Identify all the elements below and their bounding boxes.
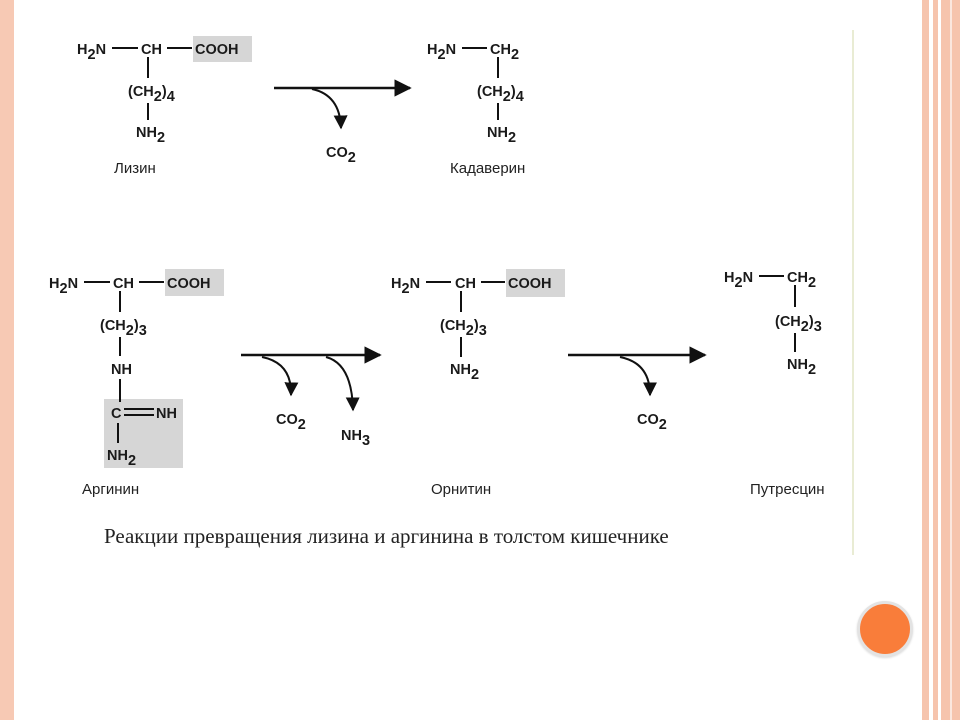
molecule-arginine: H2​N CH COOH (CH2​)3​ NH C NH NH2​ Аргин… [49, 276, 211, 498]
molecule-putrescine: H2​N CH2​ (CH2​)3​ NH2​ Путресцин [724, 270, 825, 498]
right-border-highlight [950, 0, 952, 720]
nh2-group: NH2​ [487, 125, 516, 146]
co2-byproduct: CO2​ [276, 412, 306, 433]
cooh-group: COOH [195, 42, 239, 58]
molecule-name: Аргинин [82, 481, 139, 498]
nh3-byproduct: NH3​ [341, 428, 370, 449]
co2-byproduct: CO2​ [637, 412, 667, 433]
cooh-group: COOH [508, 276, 552, 292]
molecule-name: Путресцин [750, 481, 825, 498]
imine-group: NH [156, 406, 177, 422]
nh2-group: NH2​ [136, 125, 165, 146]
molecule-cadaverine: H2​N CH2​ (CH2​)4​ NH2​ Кадаверин [427, 42, 525, 177]
right-border-stripe [922, 0, 929, 720]
cooh-highlight [193, 36, 252, 62]
reaction-arrow: CO2​ [568, 346, 707, 433]
molecule-lysine: H2​N CH COOH (CH2​)4​ NH2​ Лизин [77, 42, 239, 177]
left-border-stripe [0, 0, 14, 720]
h2n-group: H2​N [724, 270, 753, 291]
content-edge-line [852, 30, 854, 555]
ch-group: CH [141, 42, 162, 58]
cooh-highlight [506, 269, 565, 297]
figure-caption: Реакции превращения лизина и аргинина в … [104, 524, 669, 548]
h2n-group: H2​N [391, 276, 420, 297]
molecule-name: Кадаверин [450, 160, 525, 177]
h2n-group: H2​N [77, 42, 106, 63]
nh2-group: NH2​ [107, 448, 136, 469]
molecule-ornithine: H2​N CH COOH (CH2​)3​ NH2​ Орнитин [391, 276, 552, 498]
h2n-group: H2​N [49, 276, 78, 297]
nh2-group: NH2​ [450, 362, 479, 383]
methylene-chain: (CH2​)4​ [477, 84, 524, 105]
decorative-orb [857, 601, 913, 657]
molecule-name: Лизин [114, 160, 156, 177]
molecule-name: Орнитин [431, 481, 491, 498]
cooh-highlight [165, 269, 224, 296]
ch-group: CH [113, 276, 134, 292]
guanidine-carbon: C [111, 406, 122, 422]
h2n-group: H2​N [427, 42, 456, 63]
methylene-chain: (CH2​)3​ [775, 314, 822, 335]
methylene-chain: (CH2​)4​ [128, 84, 175, 105]
nh2-group: NH2​ [787, 357, 816, 378]
nh-group: NH [111, 362, 132, 378]
methylene-chain: (CH2​)3​ [100, 318, 147, 339]
ch-group: CH [455, 276, 476, 292]
ch2-group: CH2​ [490, 42, 519, 63]
methylene-chain: (CH2​)3​ [440, 318, 487, 339]
reaction-arrow: CO2​ [274, 79, 412, 166]
reaction-arrow: CO2​ NH3​ [241, 346, 382, 449]
right-border-stripe [933, 0, 938, 720]
cooh-group: COOH [167, 276, 211, 292]
ch2-group: CH2​ [787, 270, 816, 291]
co2-byproduct: CO2​ [326, 145, 356, 166]
